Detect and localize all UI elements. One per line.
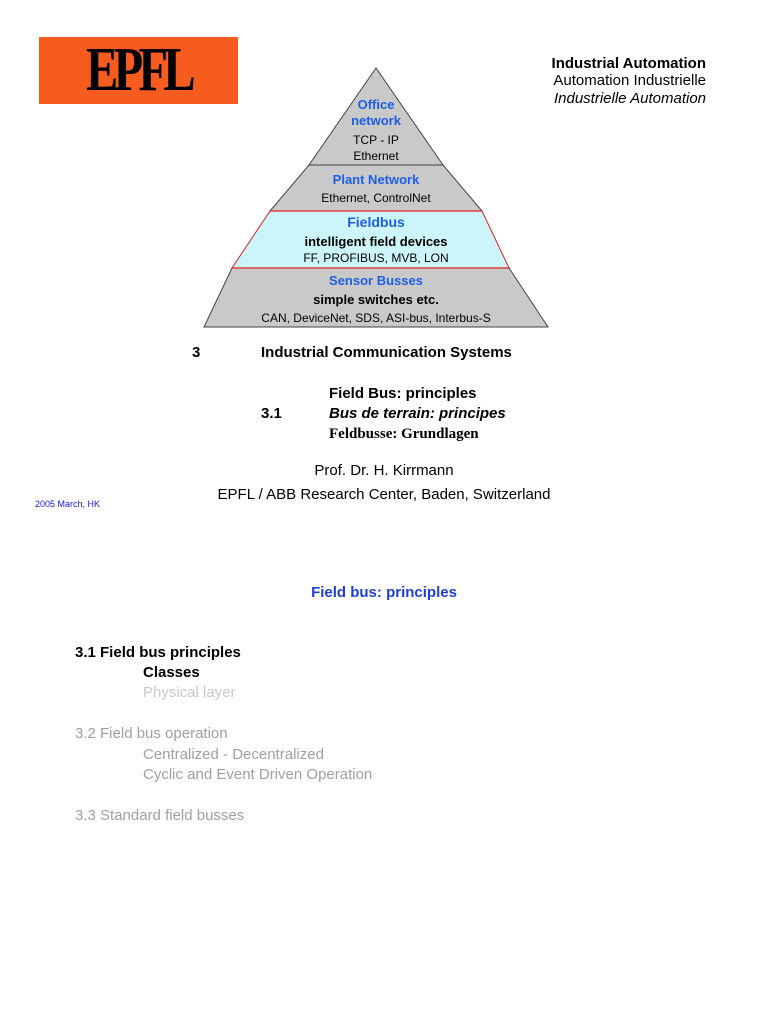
chapter-title: Industrial Communication Systems	[261, 344, 512, 361]
toc-item-cyclic: Cyclic and Event Driven Operation	[143, 766, 373, 783]
pyramid-shape	[203, 67, 549, 328]
office-network-title: Office network	[351, 97, 401, 128]
office-network-line1: TCP - IP	[353, 133, 399, 147]
plant-network-title: Plant Network	[332, 172, 420, 187]
toc-item-physical-layer: Physical layer	[143, 684, 236, 701]
section-number: 3.1	[261, 405, 282, 422]
toc-item-centralized: Centralized - Decentralized	[143, 746, 324, 763]
network-pyramid-diagram: Office network TCP - IP Ethernet Plant N…	[200, 66, 552, 330]
fieldbus-line1: intelligent field devices	[304, 234, 448, 249]
plant-network-line1: Ethernet, ControlNet	[321, 191, 431, 205]
toc-item-3-3: 3.3 Standard field busses	[75, 807, 245, 824]
header-title-en: Industrial Automation	[551, 55, 706, 72]
toc-item-classes: Classes	[143, 664, 200, 681]
sensor-busses-title: Sensor Busses	[329, 273, 423, 288]
sensor-busses-line2: CAN, DeviceNet, SDS, ASI-bus, Interbus-S	[261, 311, 491, 325]
header-title-fr: Automation Industrielle	[553, 72, 706, 89]
author-name: Prof. Dr. H. Kirrmann	[314, 462, 454, 479]
slide-title: Field bus: principles	[311, 584, 457, 601]
office-network-line2: Ethernet	[353, 149, 399, 163]
author-affiliation: EPFL / ABB Research Center, Baden, Switz…	[217, 486, 551, 503]
fieldbus-title: Fieldbus	[347, 214, 405, 230]
sensor-busses-line1: simple switches etc.	[313, 292, 439, 307]
chapter-number: 3	[192, 344, 201, 361]
section-title-fr: Bus de terrain: principes	[329, 405, 506, 422]
section-title-en: Field Bus: principles	[329, 385, 477, 402]
footer-date: 2005 March, HK	[35, 499, 101, 509]
epfl-logo-text: EPFL	[86, 36, 196, 104]
header-title-de: Industrielle Automation	[553, 90, 706, 107]
toc-item-3-2: 3.2 Field bus operation	[75, 725, 228, 742]
epfl-logo: EPFL	[39, 36, 238, 104]
toc-item-3-1: 3.1 Field bus principles	[75, 644, 241, 661]
section-title-de: Feldbusse: Grundlagen	[329, 426, 479, 442]
fieldbus-line2: FF, PROFIBUS, MVB, LON	[303, 251, 449, 265]
